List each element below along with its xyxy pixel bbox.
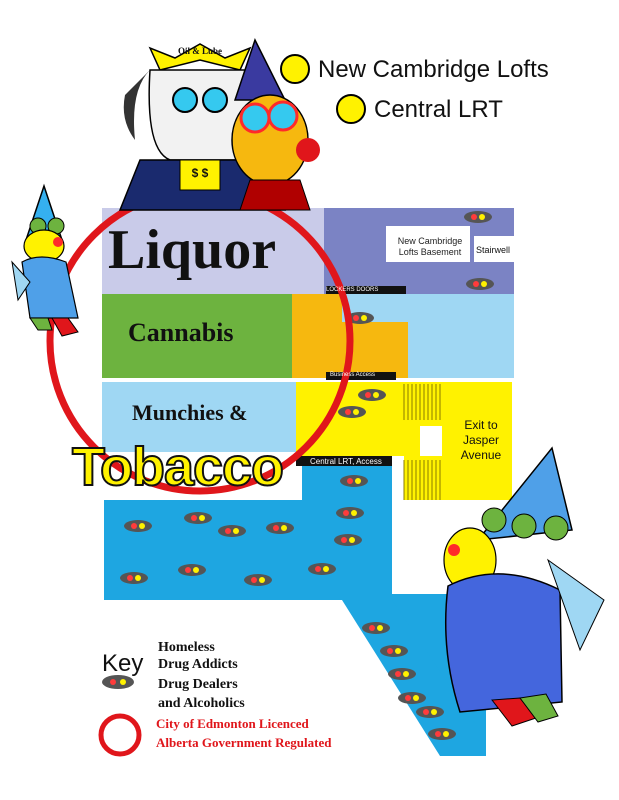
legend-dot-lrt [336,94,366,124]
key-entry-1-line-2: Drug Addicts [158,657,238,672]
key-entry-2-line-2: Alberta Government Regulated [156,735,332,750]
basement-label: New Cambridge Lofts Basement [397,236,463,257]
tobacco-label: Tobacco [71,436,285,498]
munchies-label: Munchies & [132,400,248,425]
key-entry-1-line-4: and Alcoholics [158,696,245,711]
business-access-area [296,382,414,456]
stairwell-label: Stairwell [476,245,511,255]
clown-character [231,38,320,211]
bib-label: $ $ [191,166,209,180]
legend-label-lofts: New Cambridge Lofts [318,56,549,83]
exit-stairs [403,384,441,500]
cannabis-area [102,294,292,378]
lrt-access-label: Central LRT, Access [310,457,382,466]
key-entry-2-line-1: City of Edmonton Licenced [156,716,309,731]
munchies-area [102,382,296,452]
lockers-area [292,294,342,378]
legend-label-lrt: Central LRT [374,96,503,123]
exit-label: Exit to Jasper Avenue [460,418,502,462]
legend-dot-lofts [280,54,310,84]
drug-addict-markers [120,211,494,740]
crown-label: Oil & Lube [177,46,222,56]
lockers-label: LOCKERS DOORS [326,287,379,293]
liquor-label: Liquor [108,219,277,281]
left-wizard-character [11,183,79,337]
key-entry-1-line-3: Drug Dealers [158,677,238,692]
business-access-label: Business Access [330,372,376,378]
key-drug-addict-icon [102,675,134,689]
key-entry-1-line-1: Homeless [158,640,215,655]
key-title: Key [102,650,144,677]
right-wizard-character [443,446,605,727]
cannabis-label: Cannabis [128,318,234,347]
key-red-circle-icon [98,713,142,757]
